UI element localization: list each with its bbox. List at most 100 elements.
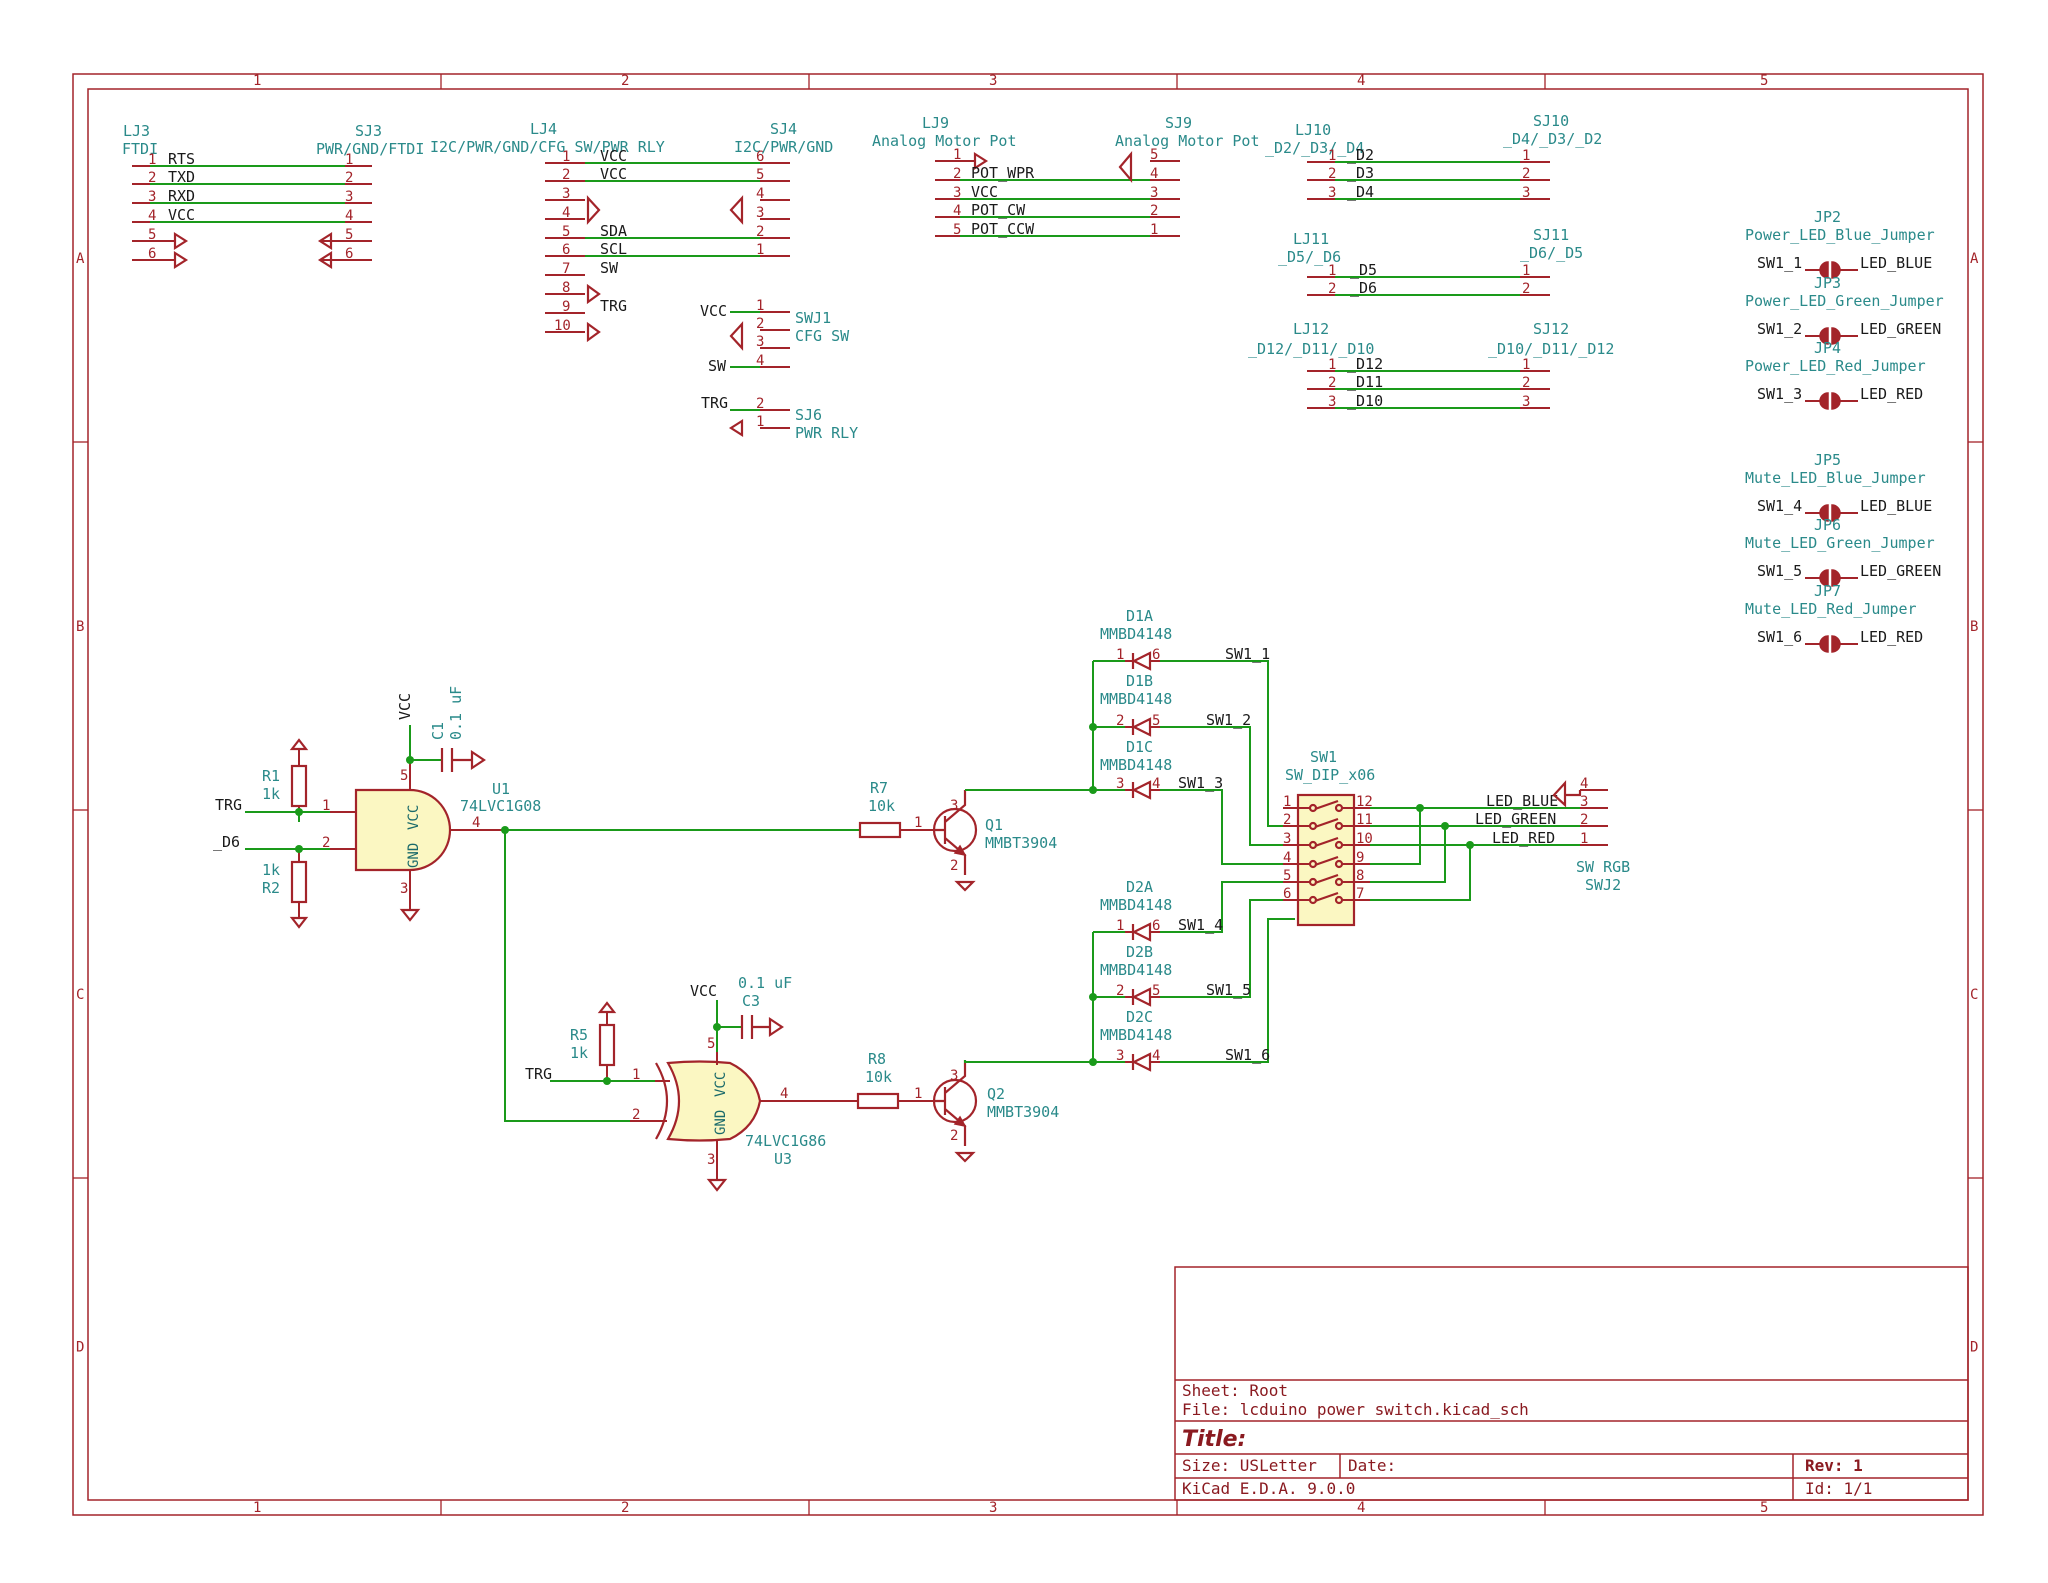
jumper-right-net: LED_GREEN	[1860, 562, 1941, 580]
svg-text:2: 2	[322, 835, 330, 851]
solder-jumper-icon	[1819, 327, 1841, 345]
net-vcc-lj9: VCC	[971, 183, 998, 201]
sw1-ref: SW1	[1310, 748, 1337, 766]
svg-text:2: 2	[562, 167, 570, 183]
border-row-label-left: A	[76, 251, 85, 267]
tb-sheet: Sheet: Root	[1182, 1381, 1288, 1400]
svg-text:3: 3	[1328, 185, 1336, 201]
tb-file: File: lcduino power switch.kicad_sch	[1182, 1400, 1529, 1419]
connector-lj11: LJ11 _D5/_D6 SJ11 _D6/_D5 12 12 _D5 _D6	[1278, 226, 1583, 297]
connector-lj10: LJ10 _D2/_D3/_D4 SJ10 _D4/_D3/_D2 123 12…	[1265, 112, 1602, 201]
svg-text:9: 9	[1356, 850, 1364, 866]
jumper-ref: JP3	[1814, 274, 1841, 292]
svg-text:1: 1	[953, 147, 961, 163]
svg-text:1: 1	[1522, 263, 1530, 279]
svg-text:4: 4	[345, 208, 353, 224]
svg-text:7: 7	[1356, 886, 1364, 902]
border-col-label-top: 3	[989, 73, 997, 89]
sw1-value: SW_DIP_x06	[1285, 766, 1375, 784]
net-pot-cw: POT_CW	[971, 201, 1026, 219]
outer-frame	[72, 73, 1984, 1516]
net-d10: _D10	[1347, 392, 1383, 410]
svg-text:10: 10	[554, 318, 571, 334]
net-vcc-lj3: VCC	[168, 206, 195, 224]
net-sda: SDA	[600, 222, 627, 240]
svg-text:2: 2	[1580, 812, 1588, 828]
svg-text:4: 4	[1283, 850, 1291, 866]
q1-driver: R7 10k 1 32 Q1 MMBT3904	[858, 779, 1093, 892]
swj1-value: CFG SW	[795, 327, 850, 345]
jumper-left-net: SW1_4	[1757, 497, 1802, 515]
lj12-ref: LJ12	[1293, 320, 1329, 338]
jumper-ref: JP5	[1814, 451, 1841, 469]
svg-text:1: 1	[1116, 918, 1124, 934]
u1-vcc-pin: VCC	[406, 805, 422, 830]
svg-text:3: 3	[1328, 394, 1336, 410]
svg-text:4: 4	[562, 205, 570, 221]
svg-text:1: 1	[1283, 794, 1291, 810]
diode-bank-1: D1A MMBD4148 D1B MMBD4148 D1C MMBD4148	[1089, 607, 1172, 794]
svg-text:10: 10	[1356, 831, 1373, 847]
svg-text:6: 6	[148, 246, 156, 262]
svg-text:1: 1	[1150, 222, 1158, 238]
net-d2: _D2	[1347, 146, 1374, 164]
net-sw-lj4: SW	[600, 259, 619, 277]
border-col-label-bottom: 4	[1357, 1500, 1365, 1516]
inner-frame	[87, 88, 1969, 1501]
r1-value: 1k	[262, 785, 280, 803]
net-trg-sj6: TRG	[701, 394, 728, 412]
svg-text:3: 3	[1522, 394, 1530, 410]
border-col-label-bottom: 5	[1760, 1500, 1768, 1516]
tb-size: Size: USLetter	[1182, 1456, 1317, 1475]
jumper-left-net: SW1_2	[1757, 320, 1802, 338]
svg-text:3: 3	[562, 186, 570, 202]
connector-lj4: LJ4 I2C/PWR/GND/CFG SW/PWR RLY SJ4 I2C/P…	[430, 120, 833, 343]
sj4-value: I2C/PWR/GND	[734, 138, 833, 156]
d1c-value: MMBD4148	[1100, 756, 1172, 774]
lj10-value: _D2/_D3/_D4	[1265, 139, 1364, 157]
net-sw1-1: SW1_1	[1225, 645, 1270, 663]
u3-value: 74LVC1G86	[745, 1132, 826, 1150]
svg-text:6: 6	[1152, 647, 1160, 663]
net-sw-swj1: SW	[708, 357, 727, 375]
r8-value: 10k	[865, 1068, 892, 1086]
lj3-ref: LJ3	[123, 122, 150, 140]
net-sw1-5: SW1_5	[1206, 981, 1251, 999]
border-row-label-left: B	[76, 619, 84, 635]
svg-text:2: 2	[148, 170, 156, 186]
svg-text:2: 2	[345, 170, 353, 186]
lj4-ref: LJ4	[530, 120, 557, 138]
net-trg-u1: TRG	[215, 796, 242, 814]
sj12-ref: SJ12	[1533, 320, 1569, 338]
svg-text:9: 9	[562, 299, 570, 315]
net-vcc-swj1: VCC	[700, 302, 727, 320]
net-vcc-lj4-1: VCC	[600, 147, 627, 165]
net-txd: TXD	[168, 168, 195, 186]
svg-text:1: 1	[756, 298, 764, 314]
svg-text:3: 3	[756, 334, 764, 350]
lj9-ref: LJ9	[922, 114, 949, 132]
jumper-value: Mute_LED_Green_Jumper	[1745, 534, 1935, 552]
svg-text:6: 6	[756, 149, 764, 165]
diode-bank-2: D2A MMBD4148 D2B MMBD4148 D2C MMBD4148	[1089, 878, 1172, 1066]
svg-text:3: 3	[1283, 831, 1291, 847]
jumper-ref: JP6	[1814, 516, 1841, 534]
svg-text:1: 1	[756, 414, 764, 430]
r8-ref: R8	[868, 1050, 886, 1068]
svg-text:2: 2	[953, 166, 961, 182]
lj11-ref: LJ11	[1293, 230, 1329, 248]
c1-ref: C1	[429, 722, 447, 740]
u1-value: 74LVC1G08	[460, 797, 541, 815]
swj1-ref: SWJ1	[795, 309, 831, 327]
d2c-ref: D2C	[1126, 1008, 1153, 1026]
svg-text:1: 1	[1328, 263, 1336, 279]
jumper-right-net: LED_RED	[1860, 385, 1923, 403]
